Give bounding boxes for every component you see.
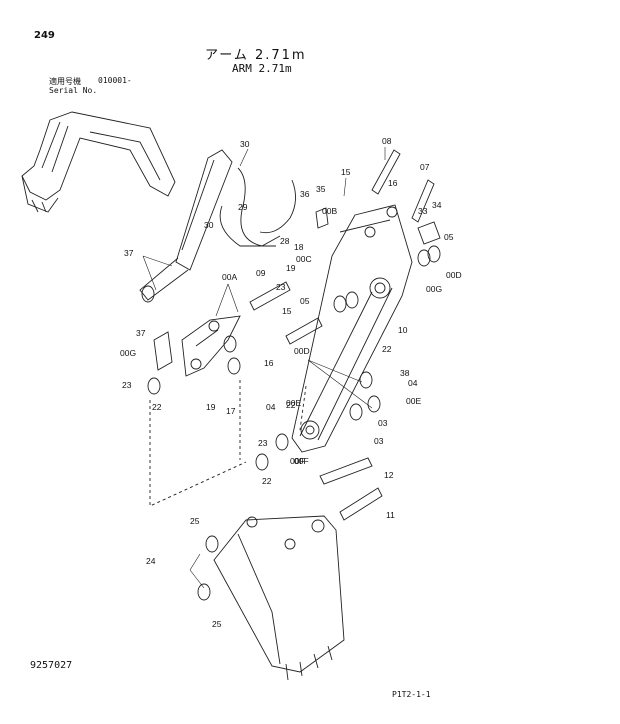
callout-22: 22 (152, 402, 162, 412)
callout-19: 19 (286, 263, 296, 273)
sheet-reference: P1T2-1-1 (392, 690, 431, 699)
callout-22: 22 (382, 344, 392, 354)
rings (141, 207, 441, 601)
callout-22: 22 (286, 400, 296, 410)
callout-00E: 00E (406, 396, 421, 406)
callout-00E: 00E (286, 398, 301, 408)
callout-10: 10 (398, 325, 408, 335)
bucket (213, 515, 345, 681)
callout-25: 25 (212, 619, 222, 629)
callout-23: 23 (258, 438, 268, 448)
callout-30: 30 (204, 220, 214, 230)
callout-16: 16 (264, 358, 274, 368)
callout-37: 37 (136, 328, 146, 338)
title-english: ARM 2.71m (232, 62, 292, 75)
callout-07: 07 (420, 162, 430, 172)
callout-08: 08 (382, 136, 392, 146)
line-art (21, 111, 441, 681)
page-number: 249 (34, 30, 55, 41)
callout-17: 17 (226, 406, 236, 416)
callout-11: 11 (386, 510, 395, 520)
callout-16: 16 (388, 178, 398, 188)
callout-30: 30 (240, 139, 250, 149)
callout-05: 05 (300, 296, 310, 306)
link-assembly (153, 315, 241, 377)
callout-28: 28 (280, 236, 290, 246)
arm-cylinder-sketch (139, 149, 296, 301)
callout-00F: 00F (290, 456, 305, 466)
callout-00F: 00F (294, 456, 309, 466)
callout-33: 33 (418, 206, 428, 216)
callout-15: 15 (341, 167, 351, 177)
leader-lines (142, 147, 386, 589)
serial-label-japanese: 適用号機 (49, 77, 81, 86)
callout-09: 09 (256, 268, 266, 278)
title-japanese: アーム 2.71m (205, 48, 307, 63)
pins (249, 149, 435, 521)
callout-25: 25 (190, 516, 200, 526)
callout-29: 29 (238, 202, 248, 212)
callout-34: 34 (432, 200, 442, 210)
callout-00B: 00B (322, 206, 337, 216)
callout-00G: 00G (120, 348, 136, 358)
guide-lines (149, 380, 307, 507)
callout-38: 38 (400, 368, 410, 378)
callout-labels: 08071615353630293028333400B051800C1900D3… (120, 136, 462, 629)
callout-18: 18 (294, 242, 304, 252)
callout-00D: 00D (294, 346, 310, 356)
callout-35: 35 (316, 184, 326, 194)
callout-15: 15 (282, 306, 292, 316)
callout-00C: 00C (296, 254, 312, 264)
callout-00D: 00D (446, 270, 462, 280)
callout-00A: 00A (222, 272, 237, 282)
callout-23: 23 (122, 380, 132, 390)
callout-03: 03 (374, 436, 384, 446)
callout-05: 05 (444, 232, 454, 242)
callout-22: 22 (262, 476, 272, 486)
callout-12: 12 (384, 470, 394, 480)
callout-04: 04 (266, 402, 276, 412)
serial-value: 010001- (98, 76, 132, 85)
callout-00G: 00G (426, 284, 442, 294)
callout-19: 19 (206, 402, 216, 412)
callout-24: 24 (146, 556, 156, 566)
callout-03: 03 (378, 418, 388, 428)
callout-36: 36 (300, 189, 310, 199)
drawing-number: 9257027 (30, 660, 73, 671)
arm-body (291, 204, 413, 453)
machine-overview-sketch (21, 111, 176, 213)
callout-04: 04 (408, 378, 418, 388)
callout-23: 23 (276, 282, 286, 292)
serial-label-english: Serial No. (49, 86, 98, 95)
callout-37: 37 (124, 248, 134, 258)
